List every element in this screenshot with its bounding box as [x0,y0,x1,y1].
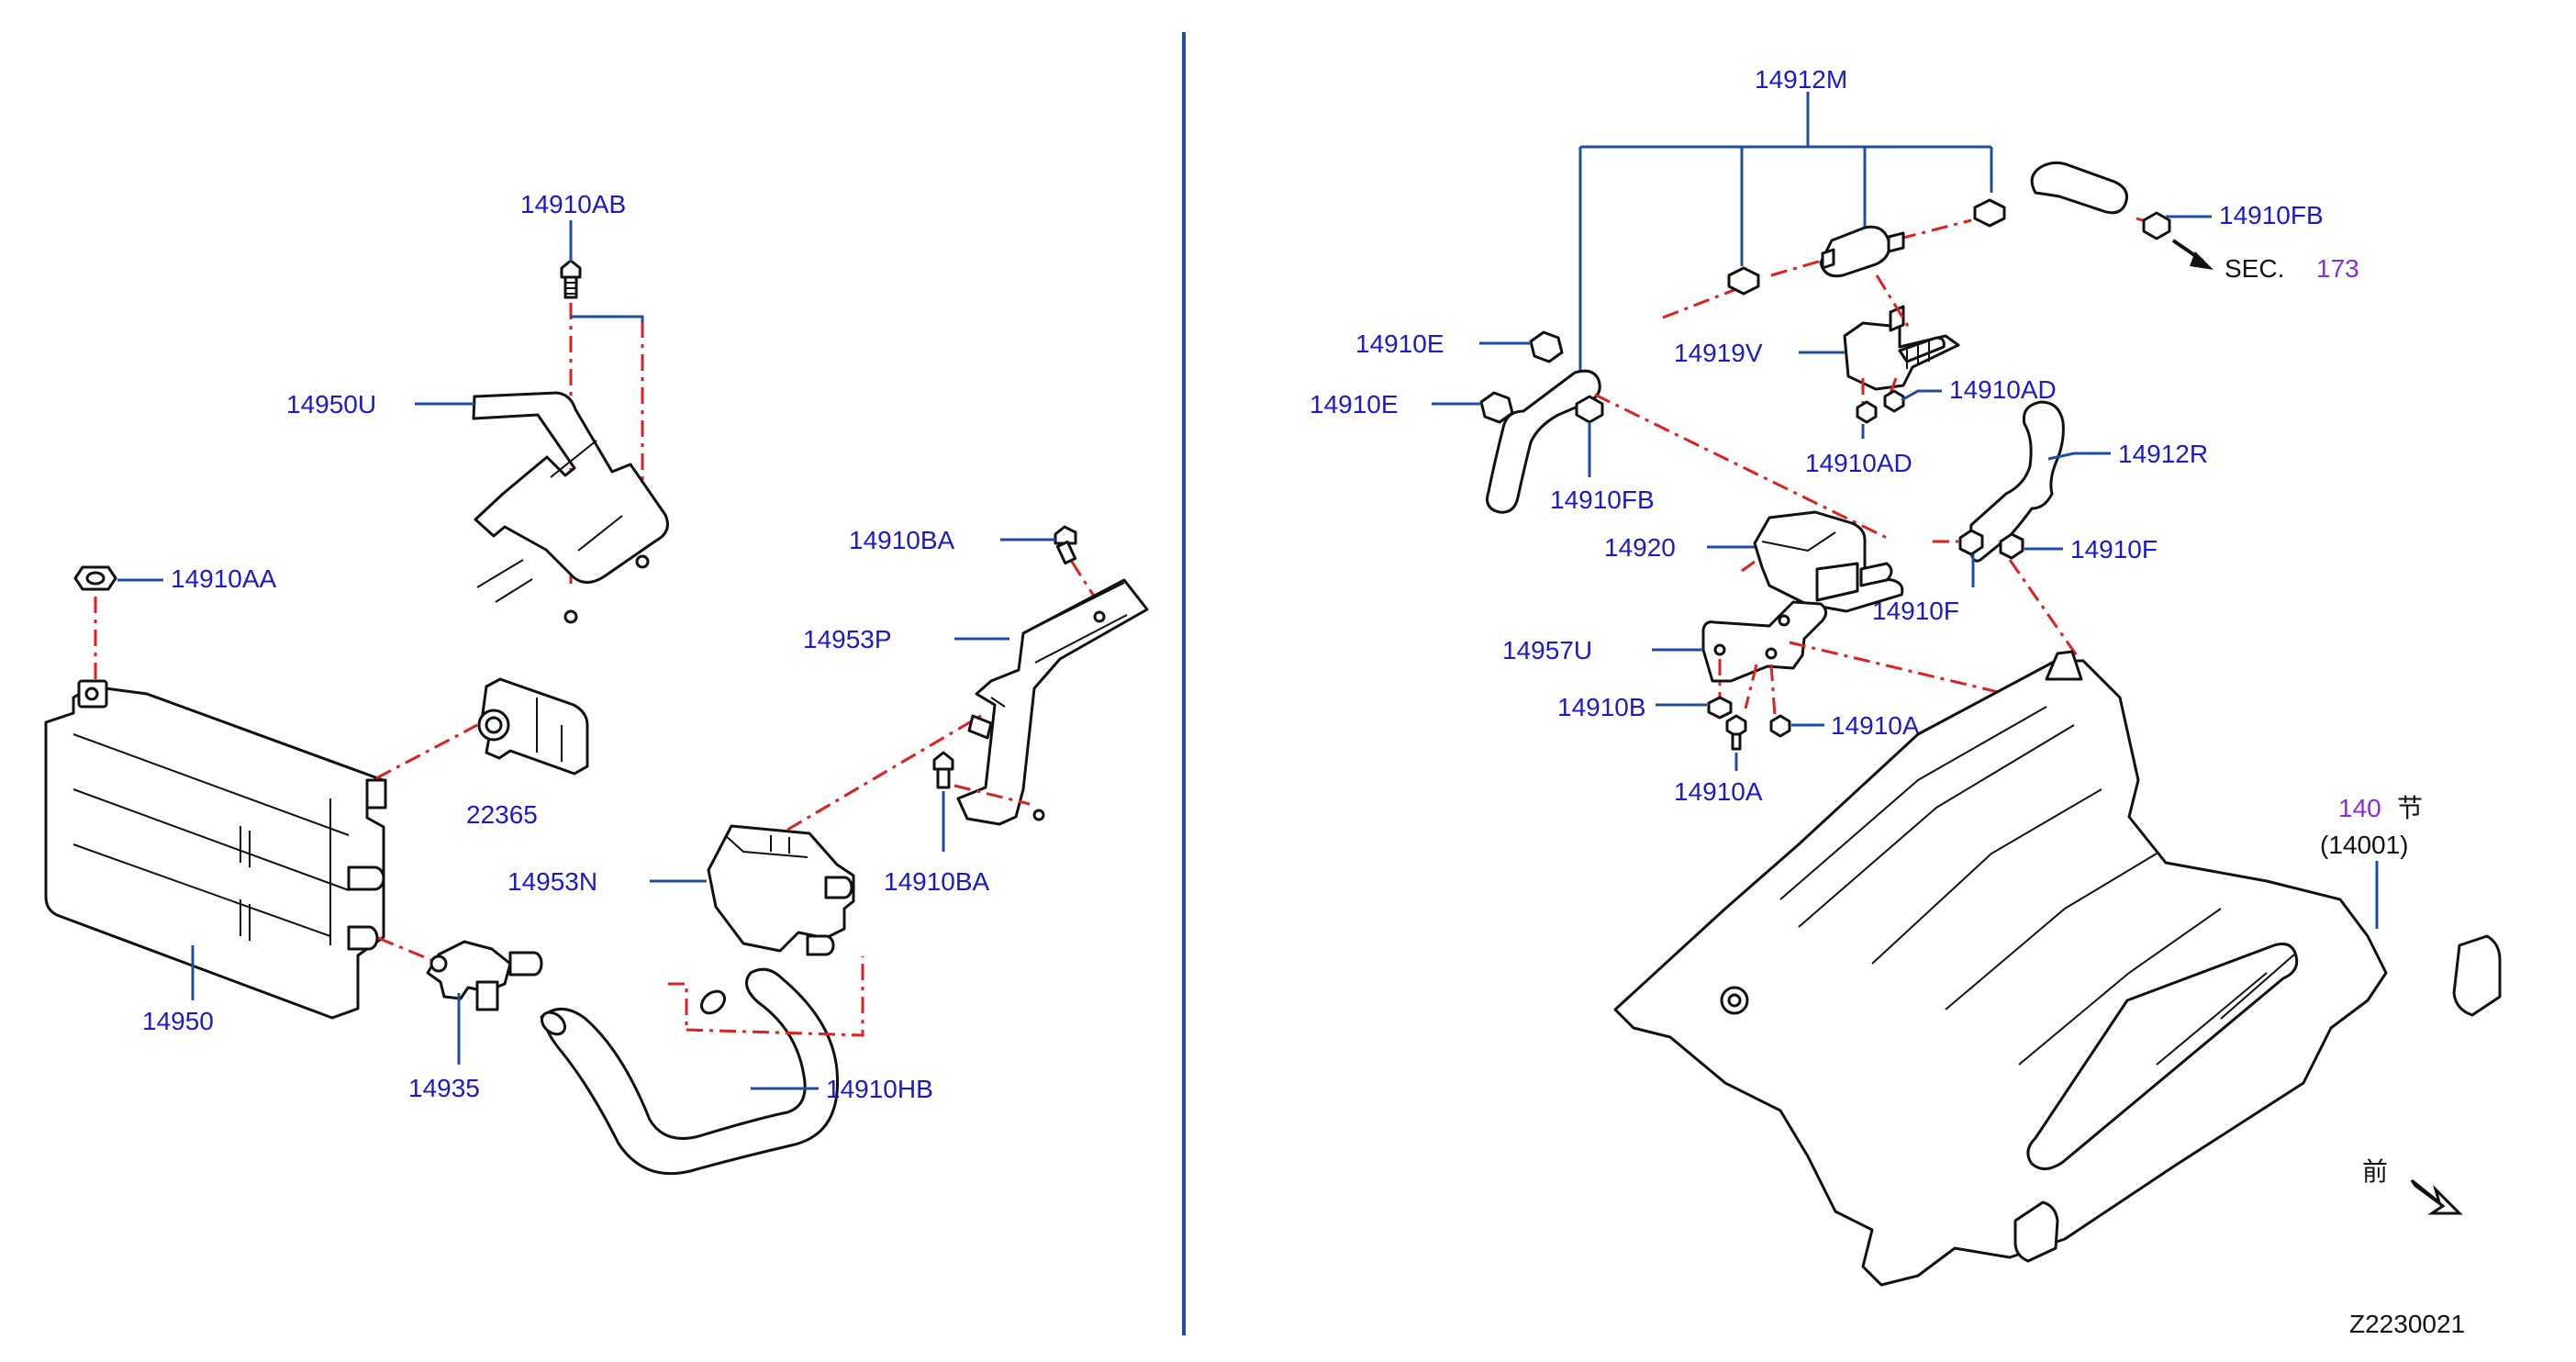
label-14910hb[interactable]: 14910HB [826,1075,933,1103]
label-14910ad-b[interactable]: 14910AD [1805,449,1912,477]
dash-14910ba-mid [953,784,1031,806]
clamp-14912m-b[interactable] [1973,198,2006,228]
bracket-14950u[interactable] [472,391,669,624]
valve-14920[interactable] [1753,510,1904,613]
dash-14919v [1861,274,1912,404]
nut-14910b[interactable] [1707,696,1733,720]
hose-14912r[interactable] [1968,400,2065,563]
group-ref-number[interactable]: 140 [2338,794,2381,822]
label-14912r[interactable]: 14912R [2118,440,2208,468]
label-14910aa[interactable]: 14910AA [171,564,277,593]
canister-14950[interactable] [44,679,387,1020]
nut-14910aa[interactable] [73,565,117,591]
valve-14935[interactable] [426,940,543,1011]
clamp-14910e-b[interactable] [1479,391,1514,424]
sec-ref-prefix: SEC. [2225,254,2284,283]
group-ref-sub: (14001) [2320,831,2409,859]
label-22365[interactable]: 22365 [466,800,538,829]
label-14910fb-mid[interactable]: 14910FB [1550,486,1655,514]
label-14910f-a[interactable]: 14910F [1872,597,1959,625]
clamp-14910fb-top[interactable] [2142,211,2171,240]
label-14910e-b[interactable]: 14910E [1310,390,1399,419]
group-ref-glyph: 节 [2397,793,2423,823]
dash-14935 [377,936,432,962]
dash-14953n [786,712,985,832]
leader-14912r [2047,452,2111,461]
label-14920[interactable]: 14920 [1604,533,1676,562]
label-14953n[interactable]: 14953N [507,867,597,896]
front-arrow-icon [2410,1178,2463,1215]
front-glyph: 前 [2362,1156,2388,1187]
label-14950u[interactable]: 14950U [286,390,376,419]
bolt-14910ba-mid[interactable] [932,751,954,789]
label-14910a-b[interactable]: 14910A [1831,711,1920,740]
leader-14910ad-a [1901,389,1942,402]
bolt-14910a-b[interactable] [1769,714,1791,738]
intake-manifold[interactable] [1613,650,2502,1287]
label-14953p[interactable]: 14953P [803,625,892,653]
bracket-14957u[interactable] [1701,600,1827,683]
dash-14910f [1933,540,2089,671]
hose-14912m[interactable] [1486,161,2128,514]
dash-14957u [1718,641,2007,717]
bolt-14910ad-b[interactable] [1856,400,1878,424]
label-14910ba-top[interactable]: 14910BA [849,526,955,554]
leader-tree-14912m [1578,92,1993,376]
diagram-code: Z2230021 [2349,1310,2465,1338]
dash-14920 [1741,560,1756,573]
bolt-14910ab[interactable] [560,259,582,299]
bracket-14953p[interactable] [956,578,1149,826]
dash-14910fb-mid [1594,393,1891,541]
sec-ref-number[interactable]: 173 [2316,254,2359,283]
label-14912m[interactable]: 14912M [1755,65,1847,94]
dash-14912m-run [1662,217,2156,319]
clamp-14910f-b[interactable] [1999,532,2024,560]
sensor-22365[interactable] [477,677,589,776]
label-14919v[interactable]: 14919V [1674,339,1763,367]
label-14910f-b[interactable]: 14910F [2070,535,2158,564]
filter-14953n[interactable] [707,824,855,956]
bolt-14910a-a[interactable] [1725,714,1747,751]
bolt-14910ba-top[interactable] [1054,525,1077,565]
hose-14910hb[interactable] [538,967,840,1176]
arrow-icon [2171,239,2214,270]
check-valve-14912m[interactable] [1819,225,1905,278]
leader-14910ab-bracket [571,315,644,323]
label-14950[interactable]: 14950 [142,1007,214,1035]
solenoid-14919v[interactable] [1843,305,1960,391]
label-14935[interactable]: 14935 [408,1074,480,1102]
label-14957u[interactable]: 14957U [1502,636,1592,664]
label-14910b[interactable]: 14910B [1557,693,1646,721]
label-14910ad-a[interactable]: 14910AD [1949,375,2057,404]
label-14910fb-top[interactable]: 14910FB [2219,201,2324,229]
clamp-14910e-a[interactable] [1529,330,1564,363]
label-14910a-a[interactable]: 14910A [1674,777,1763,806]
label-14910ab[interactable]: 14910AB [520,190,626,218]
clamp-14910f-a[interactable] [1958,529,1984,556]
dash-14910hb [668,956,864,1037]
label-14910e-a[interactable]: 14910E [1355,329,1444,358]
label-14910ba-mid[interactable]: 14910BA [884,867,990,896]
clamp-14910fb-mid[interactable] [1575,395,1604,424]
bolt-14910ad-a[interactable] [1883,389,1905,413]
clamp-14912m-a[interactable] [1727,266,1760,296]
dash-22365 [375,723,478,780]
